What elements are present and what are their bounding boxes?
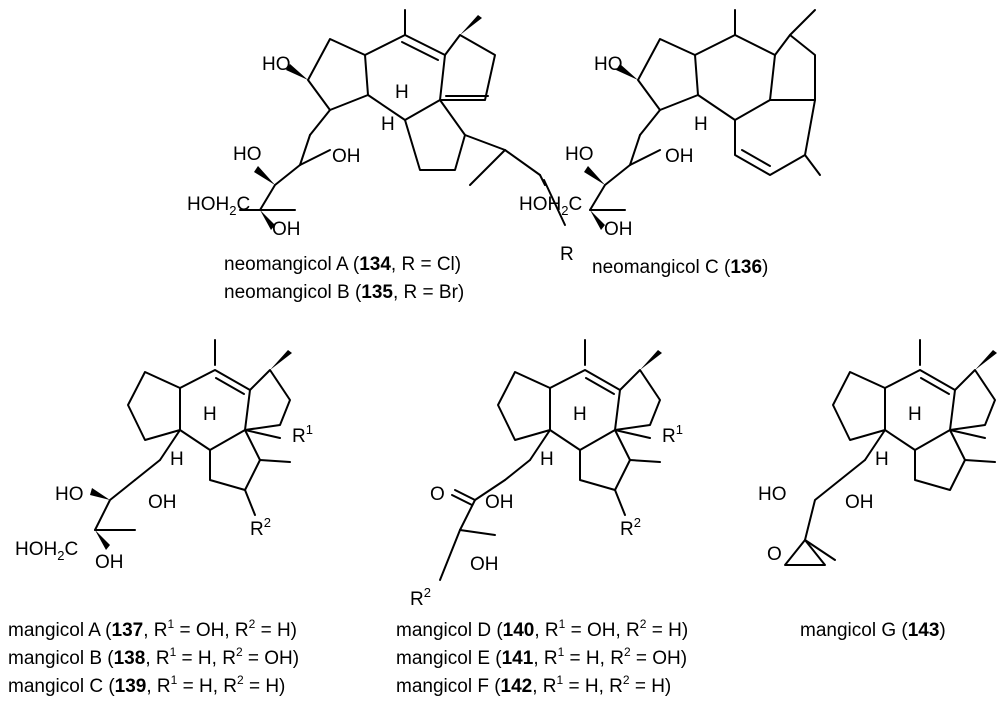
label-h: H bbox=[573, 404, 587, 425]
label-h: H bbox=[875, 449, 889, 470]
label-ho: HO bbox=[262, 54, 291, 75]
label-ho: HO bbox=[55, 484, 84, 505]
caption-neomangicol-b: neomangicol B (135, R = Br) bbox=[224, 282, 465, 303]
caption-mangicol-b: mangicol B (138, R1 = H, R2 = OH) bbox=[8, 645, 300, 669]
label-h: H bbox=[395, 82, 409, 103]
label-r2: R2 bbox=[620, 515, 641, 540]
label-h: H bbox=[170, 449, 184, 470]
caption-mangicol-a: mangicol A (137, R1 = OH, R2 = H) bbox=[8, 617, 297, 641]
structure-neomangicol-c: HO HO OH OH H HOH2C bbox=[519, 9, 821, 240]
caption-neomangicol-c: neomangicol C (136) bbox=[592, 257, 769, 278]
label-oh: OH bbox=[665, 146, 694, 167]
label-ho: HO bbox=[233, 144, 262, 165]
caption-neomangicol-a: neomangicol A (134, R = Cl) bbox=[224, 254, 462, 275]
caption-mangicol-g: mangicol G (143) bbox=[800, 620, 946, 641]
label-oh: OH bbox=[148, 492, 177, 513]
label-r1: R1 bbox=[662, 422, 683, 447]
label-ho: HO bbox=[594, 54, 623, 75]
label-oh: OH bbox=[845, 492, 874, 513]
structure-mangicol-g: H H HO OH O bbox=[758, 339, 997, 566]
label-o: O bbox=[430, 484, 445, 505]
label-h: H bbox=[540, 449, 554, 470]
label-oh: OH bbox=[485, 492, 514, 513]
label-hoh2c: HOH2C bbox=[187, 194, 250, 218]
label-oh: OH bbox=[95, 552, 124, 573]
label-ho: HO bbox=[758, 484, 787, 505]
label-hoh2c: HOH2C bbox=[519, 194, 582, 218]
label-oh: OH bbox=[272, 219, 301, 240]
caption-mangicol-c: mangicol C (139, R1 = H, R2 = H) bbox=[8, 673, 286, 697]
label-h: H bbox=[381, 114, 395, 135]
label-r: R bbox=[560, 244, 574, 265]
label-r1: R1 bbox=[292, 422, 313, 447]
label-oh: OH bbox=[332, 146, 361, 167]
caption-mangicol-e: mangicol E (141, R1 = H, R2 = OH) bbox=[396, 645, 688, 669]
label-oh: OH bbox=[604, 219, 633, 240]
label-h: H bbox=[694, 114, 708, 135]
label-oh: OH bbox=[470, 554, 499, 575]
label-h: H bbox=[908, 404, 922, 425]
structure-mangicol-abc: H H R1 R2 HO OH OH HOH2C bbox=[15, 339, 313, 573]
structure-mangicol-def: H H R1 R2 O OH OH R2 bbox=[410, 339, 683, 610]
label-ho: HO bbox=[565, 144, 594, 165]
label-h: H bbox=[203, 404, 217, 425]
label-hoh2c: HOH2C bbox=[15, 539, 78, 563]
label-o: O bbox=[767, 544, 782, 565]
structure-neomangicol-ab: HO HO OH OH H H R HOH2C bbox=[187, 9, 574, 265]
caption-mangicol-d: mangicol D (140, R1 = OH, R2 = H) bbox=[396, 617, 689, 641]
caption-mangicol-f: mangicol F (142, R1 = H, R2 = H) bbox=[396, 673, 672, 697]
label-r2: R2 bbox=[410, 585, 431, 610]
label-r2: R2 bbox=[250, 515, 271, 540]
